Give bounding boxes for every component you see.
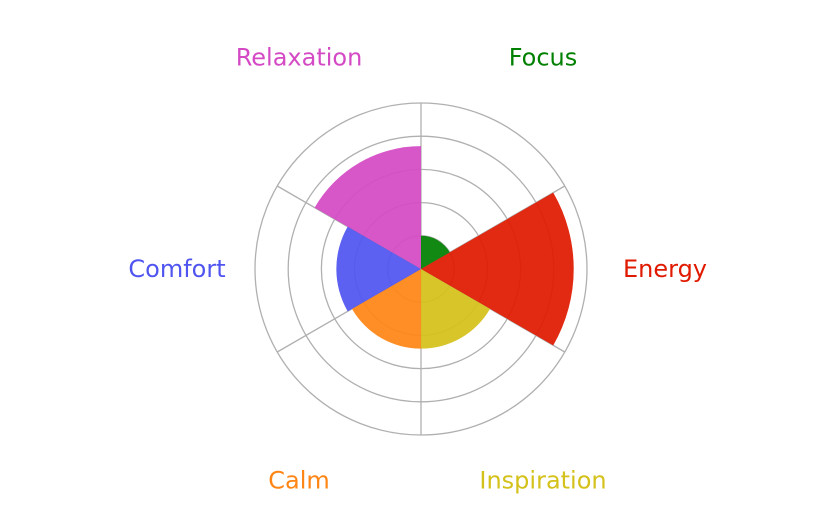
category-label: Calm: [268, 466, 330, 494]
bar-energy: [421, 192, 574, 346]
bar-comfort: [336, 226, 421, 312]
bar-calm: [351, 269, 421, 349]
grid-spoke: [420, 185, 566, 270]
bar-focus: [421, 235, 450, 269]
bar-inspiration: [421, 269, 491, 349]
category-label: Energy: [623, 255, 707, 283]
category-label: Relaxation: [236, 44, 363, 72]
category-label: Focus: [509, 44, 578, 72]
category-label: Comfort: [128, 255, 225, 283]
bar-relaxation: [314, 146, 421, 269]
category-label: Inspiration: [479, 466, 606, 494]
bars: [314, 146, 574, 349]
